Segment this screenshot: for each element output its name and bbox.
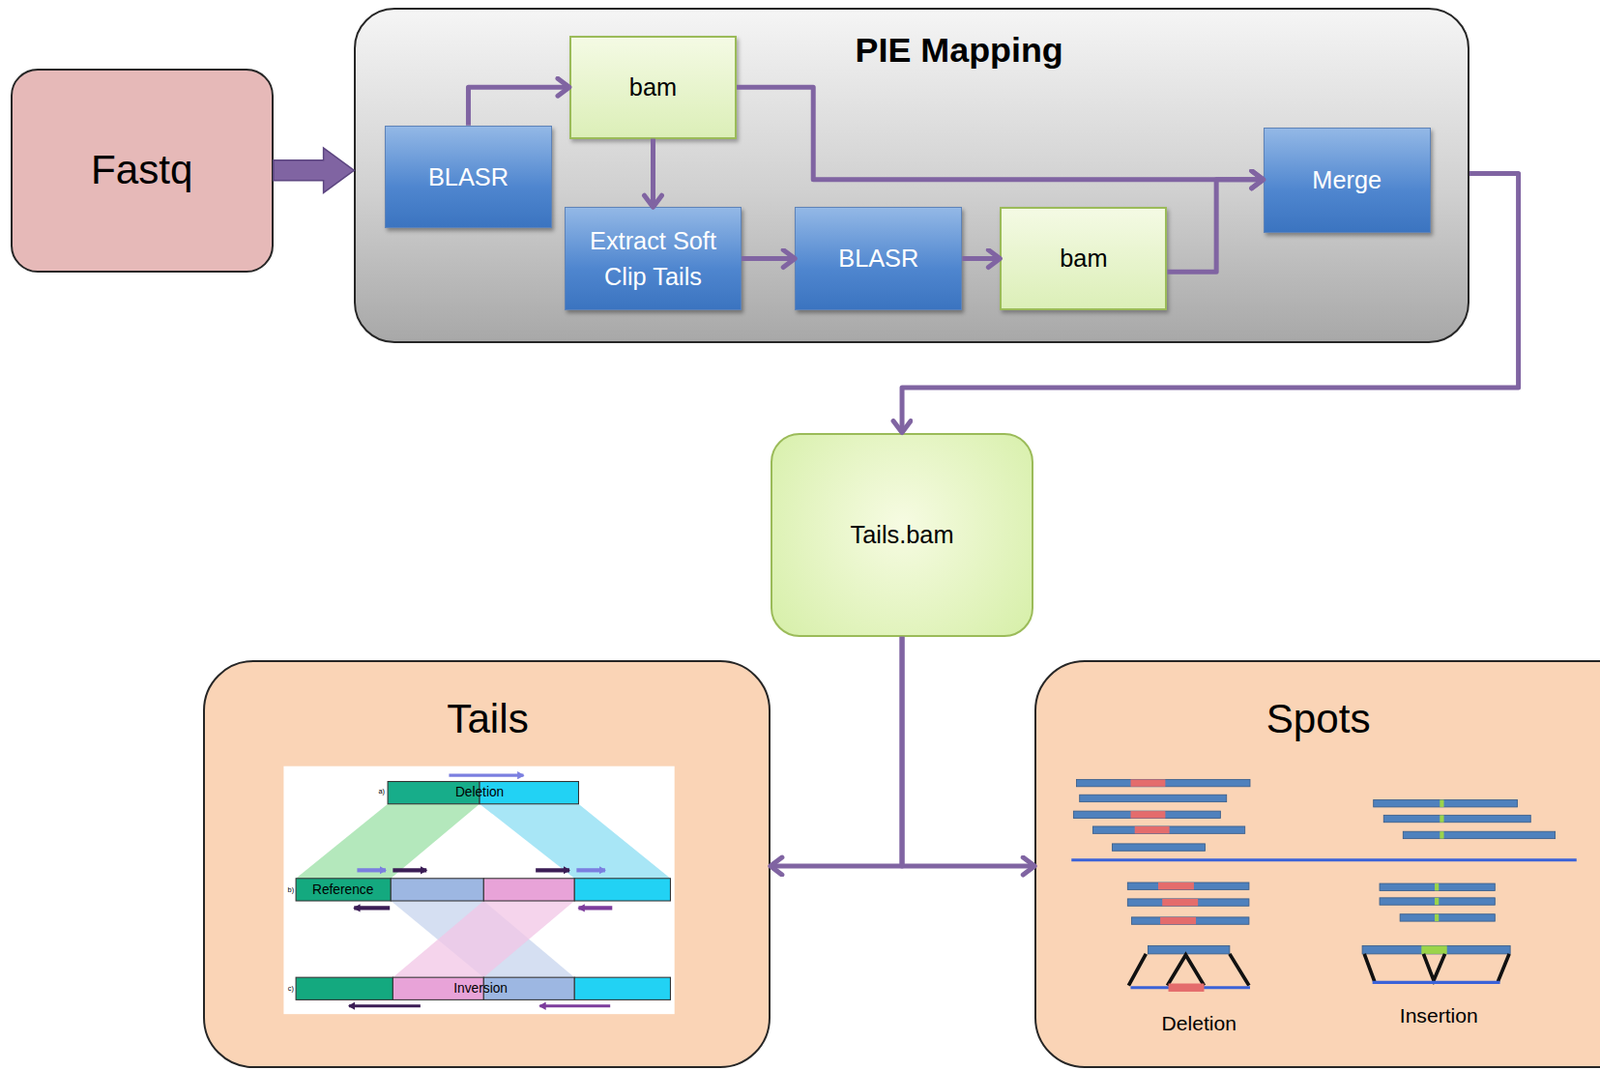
panel-heading: Tails (446, 695, 528, 745)
figure-label: c) (288, 985, 294, 993)
figure-label: Inversion (453, 981, 508, 996)
flow-arrow (1166, 179, 1263, 273)
box-label: bam (623, 72, 683, 102)
flow-arrow (741, 256, 795, 262)
flow-arrow (770, 637, 902, 867)
input-box: Fastq (10, 68, 274, 273)
process-box: BLASR (384, 125, 553, 230)
figure-label: b) (288, 886, 295, 895)
panel-heading: Spots (1266, 695, 1371, 745)
box-label: bam (1053, 243, 1113, 273)
flow-arrow (736, 87, 1264, 180)
file-box: bam (569, 35, 737, 140)
flow-arrow (961, 256, 1000, 262)
sv-illustration (283, 766, 674, 1015)
process-box: Merge (1263, 127, 1431, 233)
box-label: Fastq (85, 145, 200, 196)
group-box: PIE MappingBLASRbamExtract Soft Clip Tai… (353, 7, 1470, 343)
box-label: Merge (1306, 165, 1388, 195)
box-label: BLASR (422, 162, 515, 192)
panel-heading: PIE Mapping (855, 29, 1064, 72)
process-box: Extract Soft Clip Tails (564, 206, 742, 311)
figure-label: Reference (312, 882, 374, 898)
figure-label: Deletion (1161, 1012, 1236, 1035)
output-panel: Spots (1034, 660, 1600, 1069)
figure-label: a) (378, 787, 385, 796)
box-label: BLASR (832, 243, 925, 273)
process-box: BLASR (794, 206, 962, 311)
block-arrow (273, 147, 354, 193)
read-pileup (1071, 779, 1576, 992)
box-label: Extract Soft Clip Tails (565, 223, 741, 294)
flow-arrow (467, 87, 570, 126)
figure-label: Deletion (455, 785, 504, 800)
flow-arrow (901, 173, 1519, 433)
figure-label: Insertion (1399, 1004, 1479, 1027)
flow-arrow (650, 139, 656, 208)
file-box: Tails.bam (770, 433, 1034, 638)
box-label: Tails.bam (844, 520, 960, 550)
flow-arrow (901, 637, 1035, 867)
file-box: bam (999, 206, 1167, 311)
